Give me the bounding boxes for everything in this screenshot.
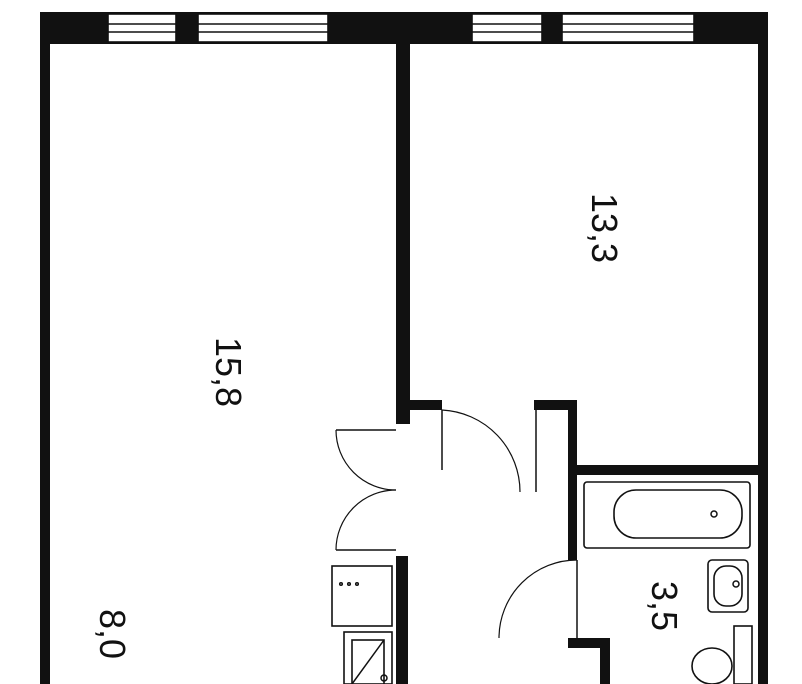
window-2 — [197, 13, 329, 43]
kitchen-area: 8,0 — [92, 609, 133, 659]
room-left-area: 15,8 — [208, 337, 249, 407]
window-4 — [561, 13, 695, 43]
door-bathroom — [498, 559, 578, 639]
kitchen-sink — [343, 631, 393, 684]
sink — [707, 559, 749, 613]
bathtub — [583, 481, 751, 549]
room-right-area: 13,3 — [584, 193, 625, 263]
door-jamb-stub — [396, 400, 442, 410]
door-right-room — [441, 409, 537, 493]
partition-wall-lower — [396, 556, 408, 684]
bathroom-top-wall — [568, 465, 768, 475]
stove — [331, 565, 393, 627]
right-outer-wall — [758, 12, 768, 684]
left-outer-wall — [40, 12, 50, 684]
bathroom-lower-wall — [568, 638, 610, 648]
bathroom-lower-wall-2 — [600, 638, 610, 684]
bathroom-area: 3,5 — [644, 581, 685, 631]
partition-wall-upper — [396, 40, 410, 424]
window-1 — [107, 13, 177, 43]
corridor-stub — [534, 400, 576, 410]
bathroom-left-wall — [568, 400, 577, 560]
door-left-room — [335, 429, 397, 551]
toilet — [691, 625, 753, 684]
window-3 — [471, 13, 543, 43]
